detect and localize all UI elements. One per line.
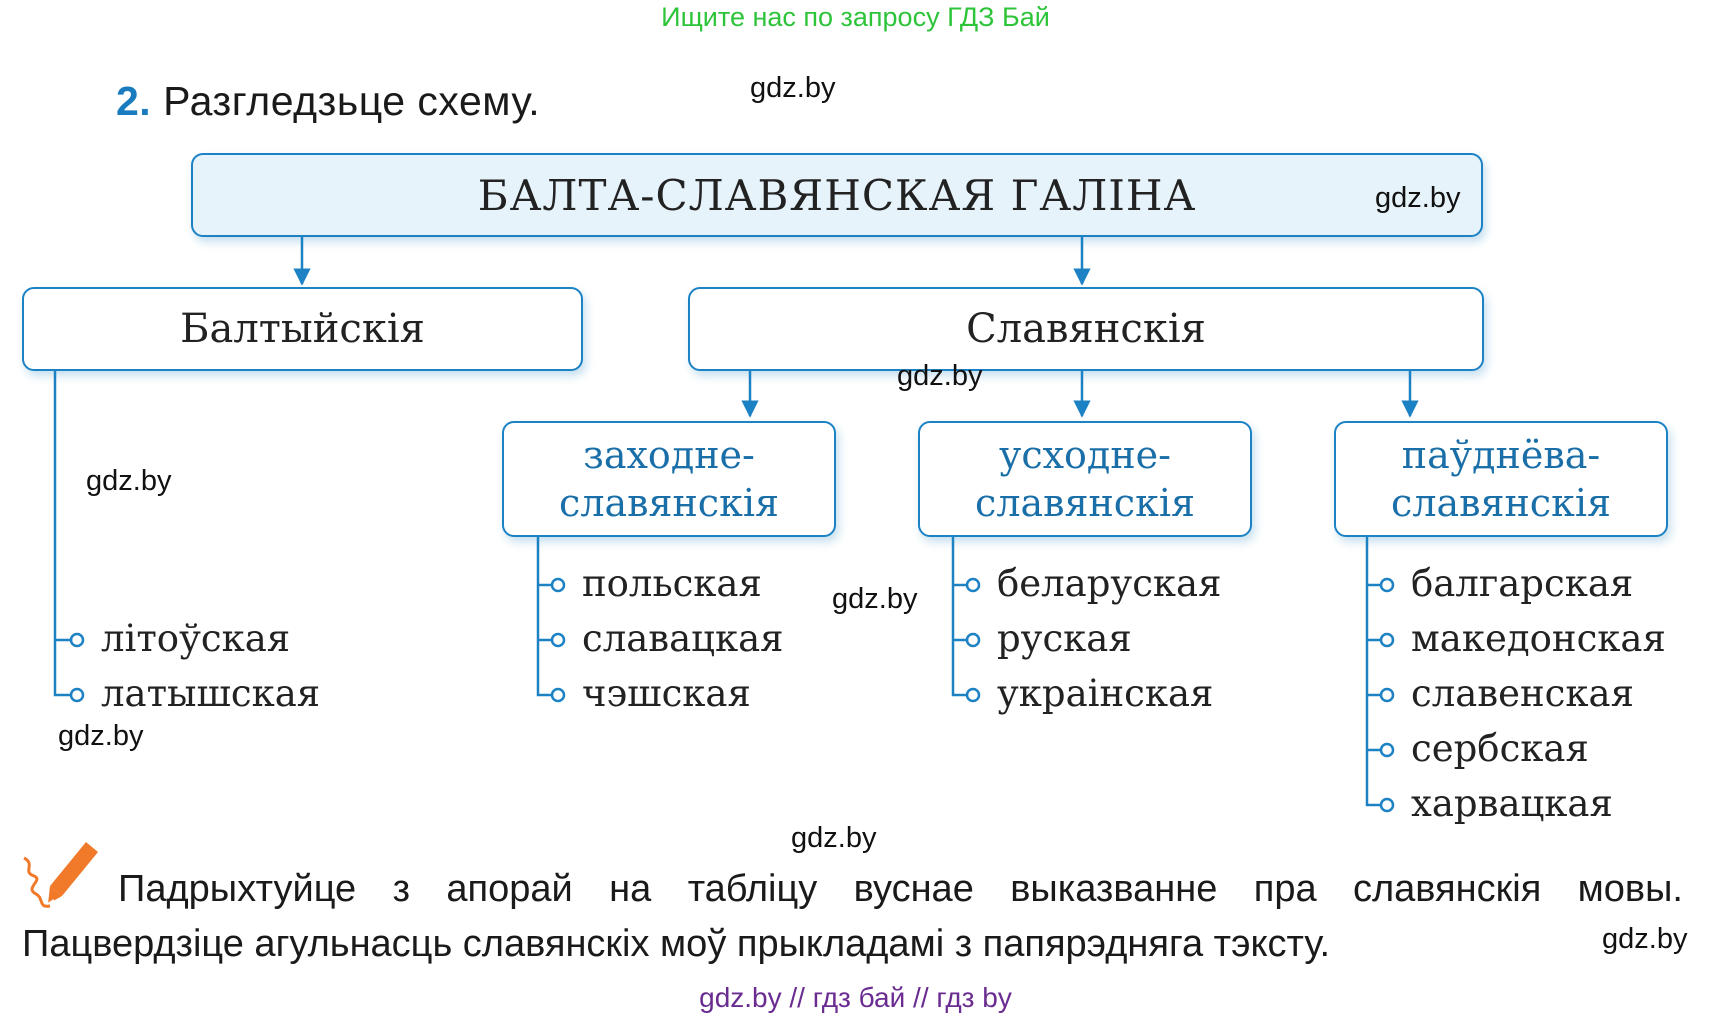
list-item: польская (582, 562, 762, 605)
baltic-label: Балтыйскія (180, 306, 425, 352)
list-item: балгарская (1411, 562, 1634, 605)
west-slavic-line1: заходне- (583, 433, 755, 477)
south-slavic-node: паўднёва- славянскія (1334, 421, 1668, 537)
root-label: БАЛТА-СЛАВЯНСКАЯ ГАЛІНА (477, 170, 1197, 220)
bullet-icon (965, 687, 981, 703)
task-number: 2. (116, 78, 152, 124)
root-node: БАЛТА-СЛАВЯНСКАЯ ГАЛІНА (191, 153, 1483, 237)
south-slavic-line2: славянскія (1391, 481, 1611, 525)
list-item: харвацкая (1411, 782, 1613, 825)
list-item: літоўская (101, 617, 291, 660)
task-heading: 2. Разгледзьце схему. (116, 78, 540, 125)
bullet-icon (1379, 632, 1395, 648)
pen-icon (23, 842, 98, 908)
bullet-icon (1379, 742, 1395, 758)
watermark: gdz.by (1602, 923, 1688, 955)
bullet-icon (69, 632, 85, 648)
bullet-icon (550, 687, 566, 703)
footer-links[interactable]: gdz.by // гдз бай // гдз by (699, 982, 1012, 1013)
west-list-line (536, 536, 553, 697)
east-list-line (951, 536, 968, 697)
watermark: gdz.by (750, 72, 836, 104)
assignment-line2: Пацвердзіце агульнасць славянскіх моў пр… (22, 923, 1331, 965)
list-item: чэшская (582, 672, 751, 715)
bullet-icon (1379, 687, 1395, 703)
bullet-icon (69, 687, 85, 703)
bullet-icon (550, 577, 566, 593)
list-item: сербская (1411, 727, 1589, 770)
list-item: украінская (997, 672, 1214, 715)
east-slavic-node: усходне- славянскія (918, 421, 1252, 537)
slavic-node: Славянскія (688, 287, 1484, 371)
watermark: gdz.by (86, 465, 172, 497)
list-item: славенская (1411, 672, 1634, 715)
watermark: gdz.by (832, 583, 918, 615)
task-text: Разгледзьце схему. (163, 78, 541, 124)
assignment-line1: Падрыхтуйце з апорай на табліцу вуснае в… (118, 868, 1683, 910)
list-item: славацкая (582, 617, 784, 660)
slavic-label: Славянскія (966, 306, 1206, 352)
list-item: руская (997, 617, 1132, 660)
top-banner: Ищите нас по запросу ГДЗ Бай (661, 2, 1050, 32)
list-item: беларуская (997, 562, 1222, 605)
watermark: gdz.by (897, 360, 983, 392)
west-slavic-line2: славянскія (559, 481, 779, 525)
west-slavic-node: заходне- славянскія (502, 421, 836, 537)
bullet-icon (965, 577, 981, 593)
watermark: gdz.by (1375, 182, 1461, 214)
east-slavic-line1: усходне- (998, 433, 1171, 477)
list-item: латышская (101, 672, 321, 715)
list-item: македонская (1411, 617, 1666, 660)
bullet-icon (965, 632, 981, 648)
south-slavic-line1: паўднёва- (1401, 433, 1601, 477)
bullet-icon (1379, 577, 1395, 593)
east-slavic-line2: славянскія (975, 481, 1195, 525)
baltic-node: Балтыйскія (22, 287, 583, 371)
baltic-list-line (53, 371, 72, 697)
bullet-icon (1379, 797, 1395, 813)
bullet-icon (550, 632, 566, 648)
watermark: gdz.by (791, 822, 877, 854)
watermark: gdz.by (58, 720, 144, 752)
south-list-line (1365, 536, 1382, 807)
